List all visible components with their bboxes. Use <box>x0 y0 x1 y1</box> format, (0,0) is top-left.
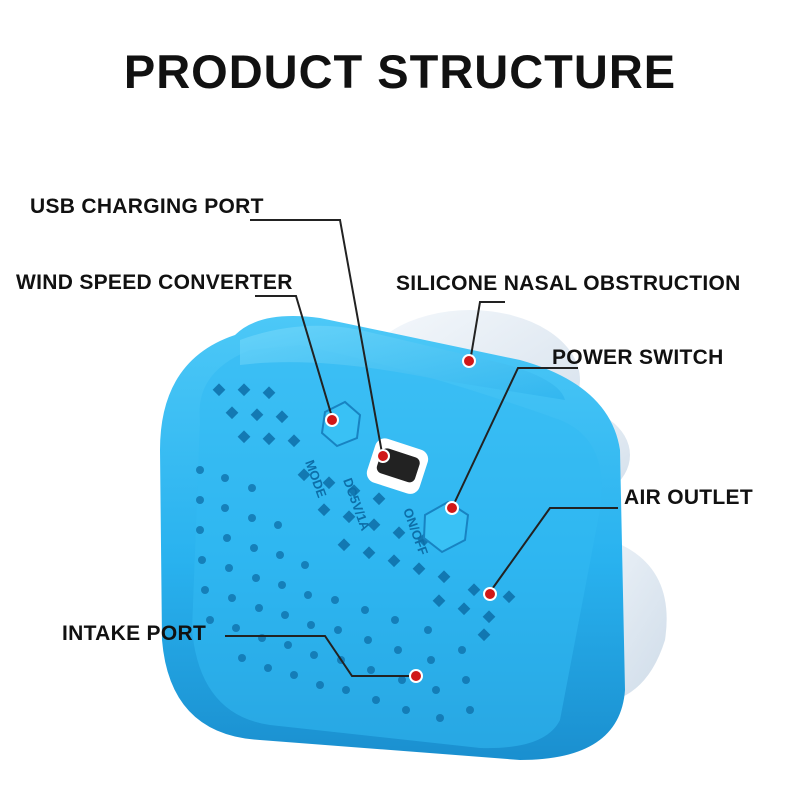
vent-holes <box>212 383 516 642</box>
marker-air <box>483 587 497 601</box>
label-usb-charging-port: USB CHARGING PORT <box>30 195 264 218</box>
leader-air <box>489 507 618 593</box>
leader-power <box>451 367 578 509</box>
marker-power <box>445 501 459 515</box>
leader-silicone <box>469 301 505 363</box>
leader-wind <box>255 295 333 418</box>
marker-intake <box>409 669 423 683</box>
leader-intake <box>225 635 414 677</box>
intake-grid <box>196 466 474 722</box>
leader-usb <box>250 219 383 454</box>
marker-dots <box>325 354 497 683</box>
marker-usb <box>376 449 390 463</box>
label-power-switch: POWER SWITCH <box>552 346 724 369</box>
marker-wind <box>325 413 339 427</box>
power-button <box>422 500 470 554</box>
label-intake-port: INTAKE PORT <box>62 622 207 645</box>
marker-silicone <box>462 354 476 368</box>
leader-lines <box>225 219 618 677</box>
label-wind-speed-converter: WIND SPEED CONVERTER <box>16 271 293 294</box>
label-silicone-nasal-obstruction: SILICONE NASAL OBSTRUCTION <box>396 272 741 295</box>
label-air-outlet: AIR OUTLET <box>624 486 753 509</box>
page-title: PRODUCT STRUCTURE <box>123 45 677 98</box>
